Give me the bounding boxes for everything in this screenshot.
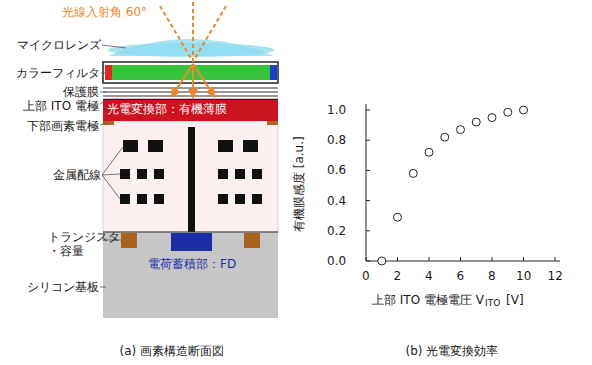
tick-label: 12 (548, 269, 563, 283)
layer-band: 光電変換部：有機薄膜 (103, 100, 278, 121)
tick (460, 257, 461, 261)
tick-label: 10 (516, 269, 531, 283)
part-name: シリコン基板 (27, 280, 99, 294)
data-point (441, 133, 449, 141)
ray-angle-label: 光線入射角 60° (62, 5, 147, 19)
tick (366, 200, 370, 201)
tick (366, 170, 370, 171)
tick-label: 0.2 (327, 224, 346, 238)
x-axis (366, 261, 560, 262)
microlens-shade (108, 43, 274, 57)
silicon-substrate (103, 232, 278, 318)
tick (366, 110, 370, 111)
sub-caption: (a) 画素構造断面図 (120, 344, 225, 358)
tick-label: 4 (425, 269, 433, 283)
tick-label: 0.8 (327, 133, 346, 147)
interlayer (103, 121, 278, 232)
part-name: カラーフィルタ (16, 66, 100, 80)
data-point (378, 257, 386, 265)
metal-wiring (120, 140, 262, 204)
axis-title: 上部 ITO 電極電圧 V (372, 293, 484, 307)
substrate-surface (103, 232, 278, 233)
tick (366, 257, 367, 261)
part-name: 下部画素電極 (27, 119, 99, 133)
axis-subscript: ITO (485, 298, 500, 309)
tick-label: 6 (457, 269, 465, 283)
transistor (244, 233, 260, 248)
data-point (488, 114, 496, 122)
layer-label: 光電変換部：有機薄膜 (107, 102, 274, 116)
part-name: 電荷蓄積部：FD (148, 257, 236, 271)
tick (523, 257, 524, 261)
tick-label: 0.4 (327, 194, 346, 208)
data-point (457, 126, 465, 134)
axis-title: 有機膜感度 [a.u.] (292, 136, 306, 232)
microlens (108, 39, 274, 56)
tick (492, 257, 493, 261)
tick (429, 257, 430, 261)
data-point (409, 169, 417, 177)
data-point (394, 213, 402, 221)
data-point (472, 118, 480, 126)
tick (366, 230, 370, 231)
part-name: トランジスタ ・容量 (48, 230, 124, 259)
tick (366, 140, 370, 141)
floating-diffusion (171, 233, 212, 251)
tick-label: 0 (362, 269, 370, 283)
tick-label: 0.6 (327, 163, 346, 177)
protective-film (103, 96, 278, 97)
protective-film (103, 88, 278, 89)
part-name: 金属配線 (53, 168, 101, 182)
tick-label: 8 (488, 269, 496, 283)
axis-title: [V] (506, 293, 524, 307)
tick (366, 261, 370, 262)
via (188, 127, 195, 232)
pixel-electrode (267, 121, 278, 125)
part-name: 上部 ITO 電極 (23, 99, 99, 113)
tick (397, 257, 398, 261)
data-point (504, 108, 512, 116)
transistor (121, 233, 137, 248)
tick-label: 0.0 (327, 254, 346, 268)
part-name: 保護膜 (63, 85, 99, 99)
pixel-electrode (103, 121, 114, 125)
protective-film (103, 92, 278, 93)
part-name: マイクロレンズ (17, 38, 101, 52)
data-point (425, 148, 433, 156)
tick (555, 257, 556, 261)
sub-caption: (b) 光電変換効率 (406, 344, 499, 358)
chart (366, 104, 560, 265)
tick-label: 2 (394, 269, 402, 283)
tick-label: 1.0 (327, 103, 346, 117)
light-rays (160, 2, 226, 97)
color-filter-frame (103, 62, 278, 83)
red-filter (105, 65, 112, 80)
data-point (520, 106, 528, 114)
leader-lines (100, 45, 126, 287)
y-axis (366, 104, 367, 261)
blue-filter (270, 65, 277, 80)
